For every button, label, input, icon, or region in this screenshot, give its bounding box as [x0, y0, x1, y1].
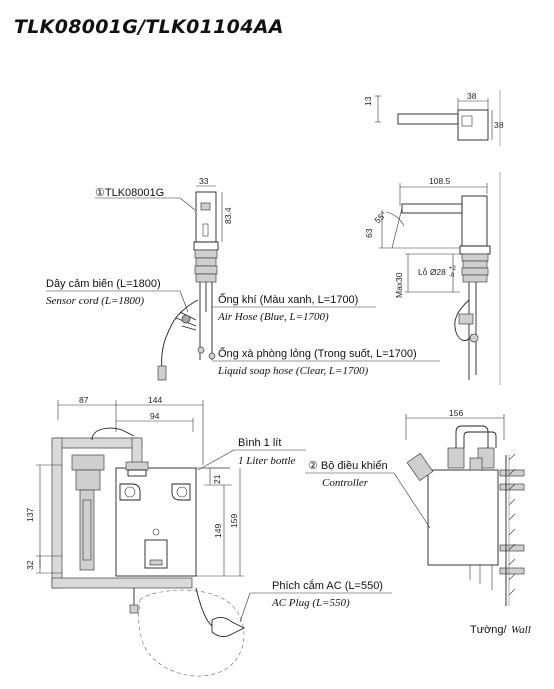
sensor-front-view: ①TLK08001G 33 83.4 [95, 176, 233, 381]
sensor-cord-label-vi: Dây cảm biến (L=1800) [46, 278, 161, 290]
side-dim-reach: 108.5 [429, 176, 451, 186]
side-dim-63: 63 [364, 228, 374, 238]
bottle-dim-149: 149 [213, 524, 223, 538]
bottle-dim-144: 144 [148, 395, 162, 405]
sensor-label: ①TLK08001G [95, 187, 164, 199]
bottle-dim-87: 87 [79, 395, 89, 405]
bottle-dim-137: 137 [25, 508, 35, 522]
side-hole-label: Lỗ Ø28 [418, 267, 446, 277]
ac-plug-label-en: AC Plug (L=550) [271, 597, 350, 609]
side-hole-tol-minus: -0 [449, 273, 455, 279]
bottle-dim-94: 94 [150, 411, 160, 421]
controller-label-vi: ② Bộ điều khiển [308, 460, 388, 472]
controller-view: 156 ② Bộ điều khiển Controller Tường/ [305, 408, 531, 636]
soap-hose-label-vi: Ống xà phòng lỏng (Trong suốt, L=1700) [218, 346, 417, 360]
sensor-callouts: Dây cảm biến (L=1800) Sensor cord (L=180… [46, 278, 440, 377]
sensor-cord-label-en: Sensor cord (L=1800) [46, 295, 144, 307]
wall-label-vi: Tường/ [470, 624, 508, 636]
bottle-label-en: 1 Liter bottle [238, 455, 296, 467]
top-dim-height: 13 [363, 96, 373, 106]
controller-dim-156: 156 [449, 408, 463, 418]
bottle-view: 87 144 94 137 32 [25, 395, 246, 677]
bottle-dim-21: 21 [212, 474, 222, 484]
sensor-dim-width: 33 [199, 176, 209, 186]
top-dim-side: 38 [494, 120, 504, 130]
page-title: TLK08001G/TLK01104AA [14, 16, 284, 38]
bottle-dim-159: 159 [229, 514, 239, 528]
air-hose-label-vi: Ống khí (Màu xanh, L=1700) [218, 292, 358, 306]
controller-label-en: Controller [322, 477, 369, 489]
wall-label-en: Wall [511, 624, 531, 636]
bottle-label-vi: Bình 1 lít [238, 437, 281, 449]
air-hose-label-en: Air Hose (Blue, L=1700) [217, 311, 329, 323]
bottle-dim-32: 32 [25, 560, 35, 570]
sensor-side-view: 108.5 63 55° Max30 Lỗ Ø28 +2 [364, 172, 501, 385]
soap-hose-label-en: Liquid soap hose (Clear, L=1700) [217, 365, 368, 377]
side-dim-angle: 55° [372, 209, 388, 225]
ac-plug-label-vi: Phích cắm AC (L=550) [272, 579, 383, 592]
side-hole-tol-plus: +2 [449, 266, 457, 272]
top-dim-width: 38 [467, 91, 477, 101]
top-view: 13 38 38 [363, 90, 504, 146]
sensor-dim-height: 83.4 [223, 207, 233, 224]
bottle-callouts: Bình 1 lít 1 Liter bottle Phích cắm AC (… [197, 437, 392, 623]
side-dim-max30: Max30 [394, 272, 404, 298]
